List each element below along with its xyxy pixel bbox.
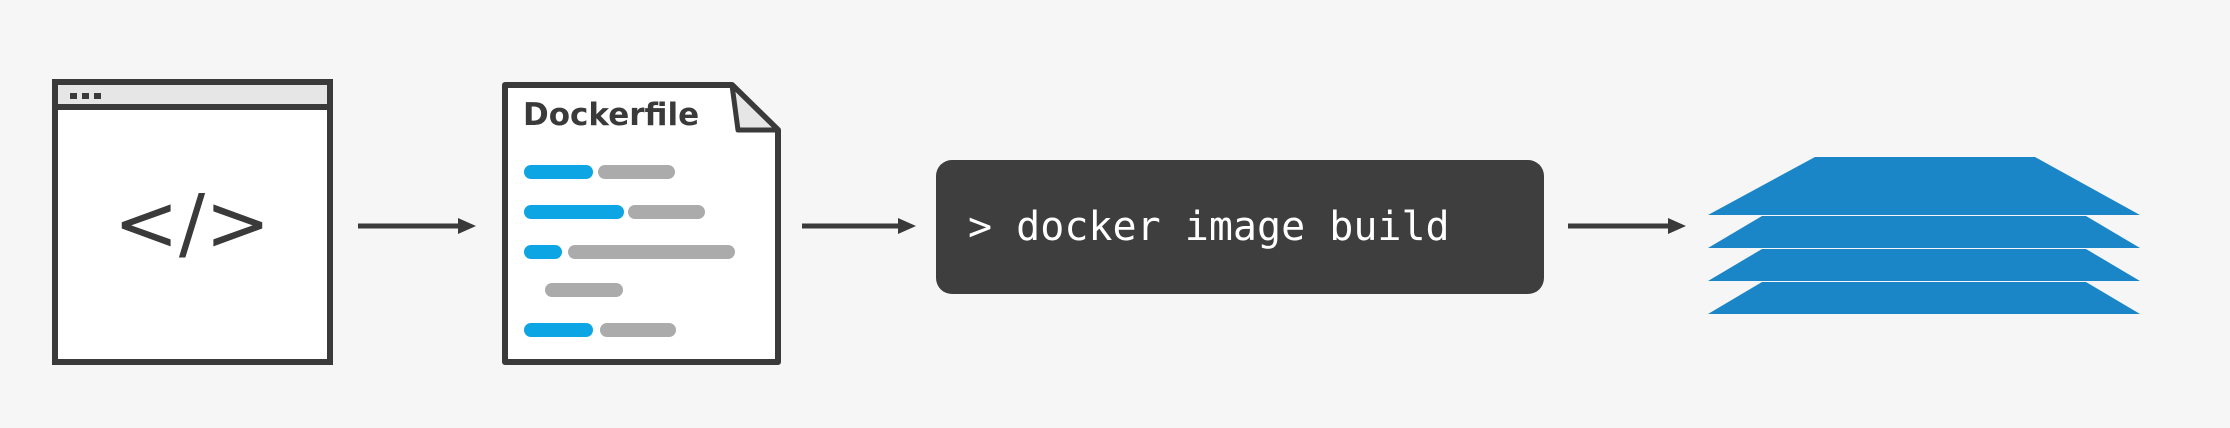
dockerfile-title: Dockerfile (523, 97, 699, 133)
docker-build-command: > docker image build (968, 204, 1450, 250)
browser-window-icon: </> (52, 79, 333, 365)
dockerfile-document-icon: Dockerfile (502, 82, 781, 365)
image-layers-icon (1708, 157, 2140, 314)
arrow-right-icon (1568, 218, 1686, 234)
arrow-right-icon (358, 218, 476, 234)
code-brackets-icon: </> (114, 179, 271, 269)
arrow-right-icon (802, 218, 916, 234)
docker-build-command-box: > docker image build (936, 160, 1544, 294)
dockerfile-code-lines (524, 165, 735, 337)
